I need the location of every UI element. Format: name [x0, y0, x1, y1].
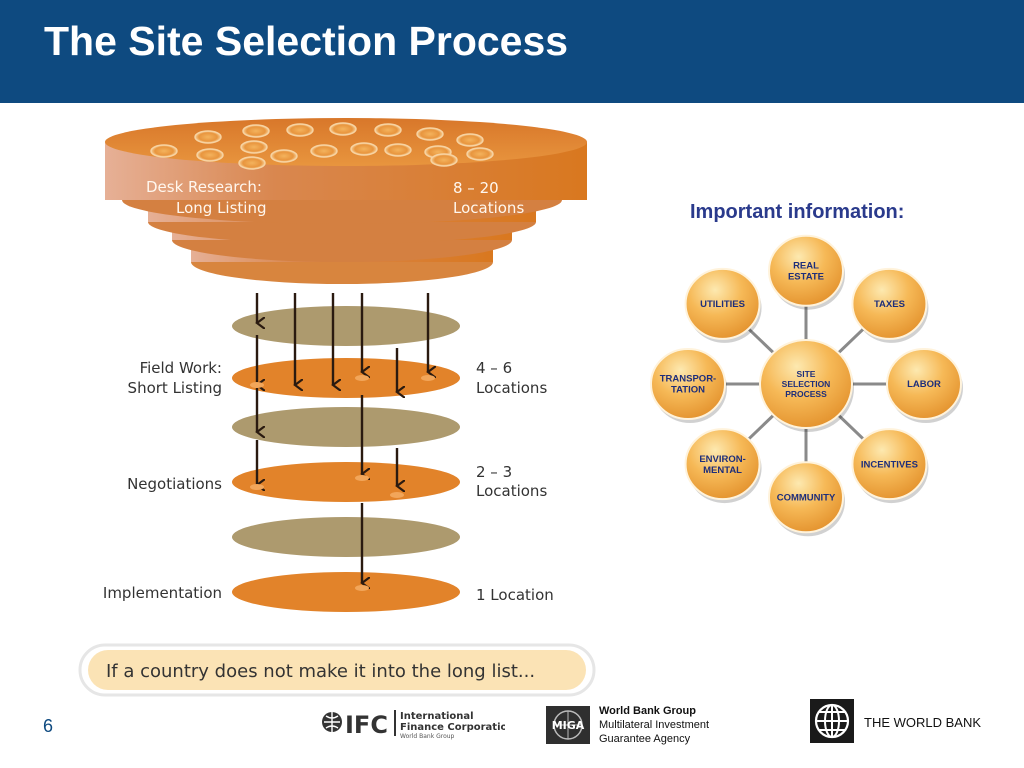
miga-logo-text: MIGA: [552, 719, 585, 732]
wheel-node-environmental-label: ENVIRON-MENTAL: [699, 454, 745, 476]
wheel-node-labor: LABOR: [886, 348, 963, 423]
world-bank-name: THE WORLD BANK: [864, 715, 982, 730]
drum-hole: [350, 142, 378, 156]
wbg-line2: Multilateral Investment: [599, 719, 710, 731]
important-info-title: Important information:: [690, 201, 905, 223]
stage-count-locations-1: Locations: [476, 379, 547, 397]
drum-hole: [416, 127, 444, 141]
wheel-node-utilities-label: UTILITIES: [700, 299, 745, 310]
drum-hole: [466, 147, 494, 161]
ifc-logo-text: IFC: [345, 711, 388, 739]
page-title: The Site Selection Process: [44, 18, 569, 64]
wheel-node-incentives-label: INCENTIVES: [861, 459, 918, 470]
ifc-name-line1: International: [400, 711, 474, 722]
drum-hole: [270, 149, 298, 163]
funnel-drum: [105, 118, 587, 284]
page-number: 6: [43, 716, 54, 736]
ifc-name-line2: Finance Corporation: [400, 722, 505, 733]
top-stage-label-2: Long Listing: [176, 199, 266, 217]
stage-label-short-listing: Short Listing: [128, 379, 222, 397]
header-bar: The Site Selection Process: [0, 0, 1024, 103]
stage-disc-tan-1: [232, 306, 460, 346]
top-stage-label: Desk Research:: [146, 178, 262, 196]
drum-hole: [242, 124, 270, 138]
drum-hole: [196, 148, 224, 162]
arrow-landing-dots: [250, 375, 435, 591]
drum-hole: [430, 153, 458, 167]
top-stage-count-2: Locations: [453, 199, 524, 217]
wheel-node-community-label: COMMUNITY: [777, 492, 836, 503]
miga-name: World Bank Group Multilateral Investment…: [599, 704, 709, 746]
drum-hole: [194, 130, 222, 144]
world-bank-logo: [810, 699, 854, 743]
top-stage-count: 8 – 20: [453, 179, 499, 197]
wbg-line3: Guarantee Agency: [599, 733, 691, 745]
stage-count-1-location: 1 Location: [476, 586, 554, 604]
wheel-node-labor-label: LABOR: [907, 379, 941, 390]
drum-hole: [238, 156, 266, 170]
long-list-banner: [88, 650, 586, 690]
stage-label-negotiations: Negotiations: [127, 475, 222, 493]
funnel-diagram: Desk Research: Long Listing 8 – 20 Locat…: [78, 118, 596, 697]
wheel-node-community: COMMUNITY: [768, 461, 845, 537]
wheel-node-environmental: ENVIRON-MENTAL: [684, 428, 762, 504]
drum-hole: [456, 133, 484, 147]
wheel-node-utilities: UTILITIES: [684, 267, 762, 343]
wheel-node-transportation: TRANSPOR-TATION: [650, 348, 727, 423]
drum-hole: [240, 140, 268, 154]
funnel-top-holes: [150, 122, 494, 170]
ifc-sub: World Bank Group: [400, 733, 455, 740]
stage-disc-negotiations: [232, 462, 460, 502]
stage-count-4-6: 4 – 6: [476, 359, 512, 377]
drum-hole: [150, 144, 178, 158]
drum-hole: [384, 143, 412, 157]
drum-hole: [374, 123, 402, 137]
wheel-node-taxes: TAXES: [851, 267, 929, 343]
drum-hole: [286, 123, 314, 137]
wbg-line1: World Bank Group: [599, 705, 696, 717]
wheel-node-incentives: INCENTIVES: [851, 428, 929, 504]
stage-disc-implementation: [232, 572, 460, 612]
wheel-node-taxes-label: TAXES: [874, 299, 905, 310]
selection-arrows: [257, 293, 428, 583]
drum-hole: [329, 122, 357, 136]
stage-disc-tan-2: [232, 407, 460, 447]
ifc-logo: IFC International Finance Corporation Wo…: [322, 710, 505, 740]
stage-count-locations-2: Locations: [476, 482, 547, 500]
drum-hole: [310, 144, 338, 158]
stage-disc-tan-3: [232, 517, 460, 557]
stage-label-implementation: Implementation: [103, 584, 222, 602]
wheel-node-transportation-label: TRANSPOR-TATION: [660, 374, 716, 396]
stage-count-2-3: 2 – 3: [476, 463, 512, 481]
stage-label-field-work: Field Work:: [140, 359, 222, 377]
miga-logo: MIGA: [546, 706, 590, 744]
long-list-banner-text: If a country does not make it into the l…: [106, 661, 535, 682]
